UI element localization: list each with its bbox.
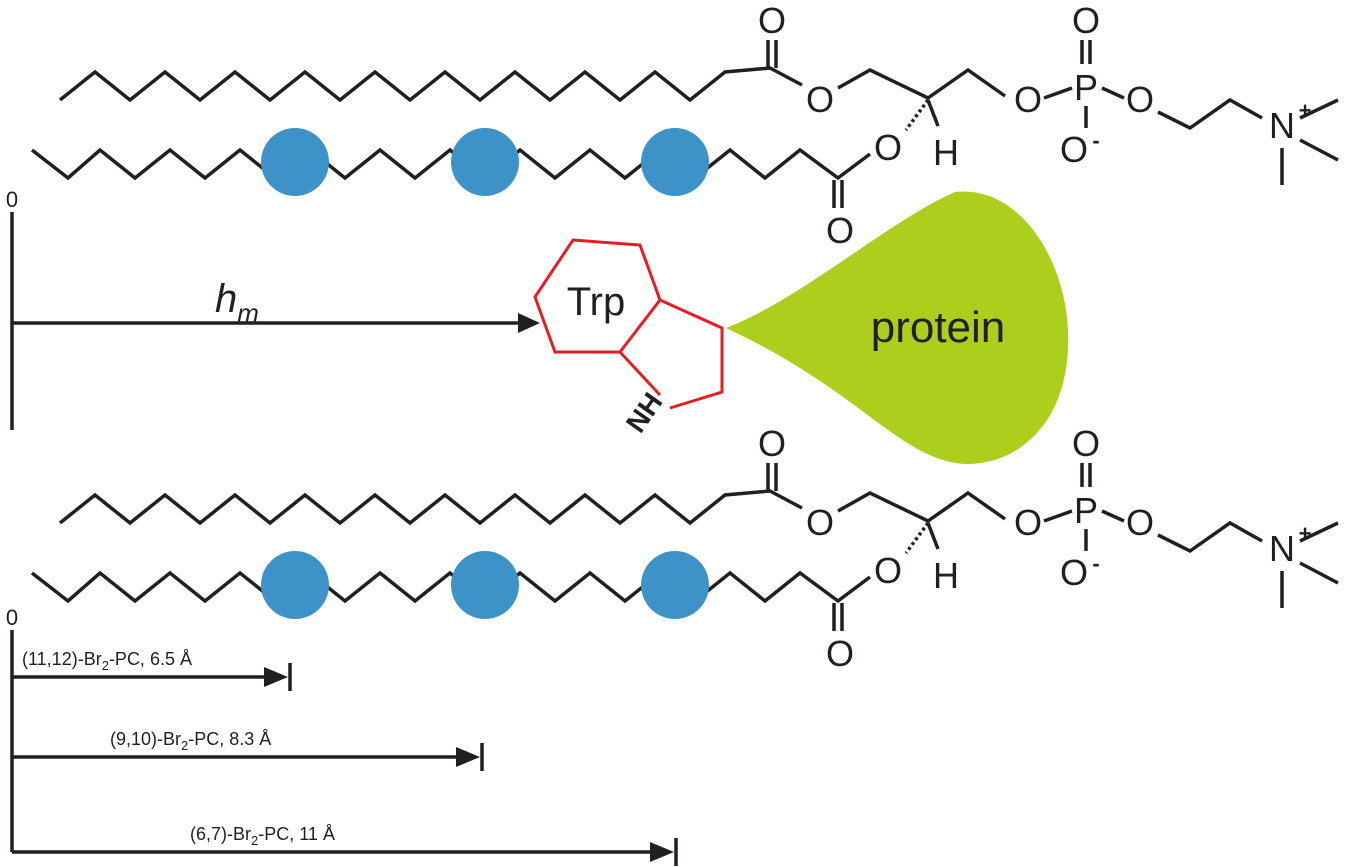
choline-chain [1157,97,1263,131]
ammonium-nitrogen: N [1269,528,1295,569]
bromine-atom [261,551,329,619]
tryptophan-indole-ring: Trp NH [533,238,724,438]
quencher-label-suffix: -PC, 6.5 Å [109,649,192,669]
depth-axis: 0 hm [6,187,540,430]
chiral-hydrogen: H [933,132,959,173]
phosphate-ester-oxygen: O [1014,502,1042,543]
ammonium-nitrogen: N [1269,105,1295,146]
trp-label: Trp [567,280,626,324]
bond-to-hydrogen [926,99,940,127]
origin-label: 0 [6,187,18,212]
ester-oxygen: O [806,79,834,120]
quencher-depth-label: (6,7)-Br2-PC, 11 Å [190,824,335,848]
phosphate-anion-oxygen: O [1060,129,1088,170]
sn2-carbonyl-double-bond [832,603,844,631]
quencher-label-subscript: 2 [181,738,188,753]
phosphoryl-double-bond [1080,463,1092,487]
sn2-acyl-chain [30,570,872,604]
quencher-label-subscript: 2 [102,658,109,673]
phosphoryl-oxygen: O [1072,423,1100,464]
phosphate-bond-right [1101,86,1125,100]
sn2-ester-oxygen: O [874,550,902,591]
sn2-carbonyl-oxygen: O [826,210,854,251]
quencher-label-subscript: 2 [251,833,258,848]
sn2-ester-oxygen: O [874,127,902,168]
glycerol-backbone [837,490,1007,524]
bromine-atom [641,551,709,619]
carbonyl-double-bond [766,463,778,491]
quencher-label-prefix: (9,10)-Br [110,729,181,749]
ester-oxygen: O [806,502,834,543]
stereo-bond-to-oxygen [904,98,930,132]
sn2-carbonyl-oxygen: O [826,633,854,674]
phosphate-bond-right [1101,509,1125,523]
nh-label: NH [620,387,669,438]
quencher-label-suffix: -PC, 11 Å [258,824,335,844]
plus-charge: + [1299,98,1312,123]
n-methyl-bonds [1280,98,1339,185]
stereo-bond-to-oxygen [904,521,930,555]
protein-label: protein [871,303,1006,352]
minus-charge: - [1092,128,1099,153]
hm-label: hm [215,277,259,328]
phosphoryl-oxygen: O [1072,0,1100,41]
quencher-arrowhead [264,667,288,687]
lipid-molecule-upper: O O O P O O - O N + H O O [30,0,1339,251]
hm-arrowhead [518,313,540,333]
minus-charge: - [1092,551,1099,576]
quencher-label-prefix: (11,12)-Br [22,649,102,669]
bromine-atom [641,128,709,196]
quencher-depth-label: (11,12)-Br2-PC, 6.5 Å [22,649,192,673]
carbonyl-oxygen: O [758,0,786,41]
sn2-acyl-chain [30,147,872,181]
carbonyl-oxygen: O [758,423,786,464]
sn1-acyl-chain [58,66,803,103]
phosphorus-atom: P [1074,67,1098,108]
bromine-atom [451,128,519,196]
quencher-depth-label: (9,10)-Br2-PC, 8.3 Å [110,729,271,753]
protein-shape [726,191,1069,465]
phosphoryl-double-bond [1080,40,1092,64]
glycerol-backbone [837,67,1007,101]
bromine-atom [261,128,329,196]
hm-subscript: m [237,298,259,328]
sn1-acyl-chain [58,489,803,526]
phosphate-anion-oxygen: O [1060,552,1088,593]
phosphorus-atom: P [1074,490,1098,531]
n-methyl-bonds [1280,521,1339,608]
choline-oxygen: O [1126,79,1154,120]
lipid-molecule-lower: O O O P O O - O N + H O O [30,423,1339,674]
phosphate-bond-left [1043,509,1073,523]
choline-oxygen: O [1126,502,1154,543]
hm-symbol: h [215,277,237,321]
bromine-atom [451,551,519,619]
carbonyl-double-bond [766,40,778,68]
bond-to-hydrogen [926,522,940,550]
phosphate-ester-oxygen: O [1014,79,1042,120]
quencher-label-suffix: -PC, 8.3 Å [188,729,271,749]
quencher-arrowhead [456,747,480,767]
choline-chain [1157,520,1263,554]
quencher-label-prefix: (6,7)-Br [190,824,251,844]
quencher-depth-scale: 0 (11,12)-Br2-PC, 6.5 Å(9,10)-Br2-PC, 8.… [6,605,678,866]
phosphate-bond-left [1043,86,1073,100]
pyrrole-ring [618,298,724,410]
quencher-origin-label: 0 [6,605,18,630]
chiral-hydrogen: H [933,555,959,596]
sn2-carbonyl-double-bond [832,180,844,208]
quencher-arrows: (11,12)-Br2-PC, 6.5 Å(9,10)-Br2-PC, 8.3 … [12,649,678,866]
plus-charge: + [1299,521,1312,546]
quencher-arrowhead [650,842,674,862]
